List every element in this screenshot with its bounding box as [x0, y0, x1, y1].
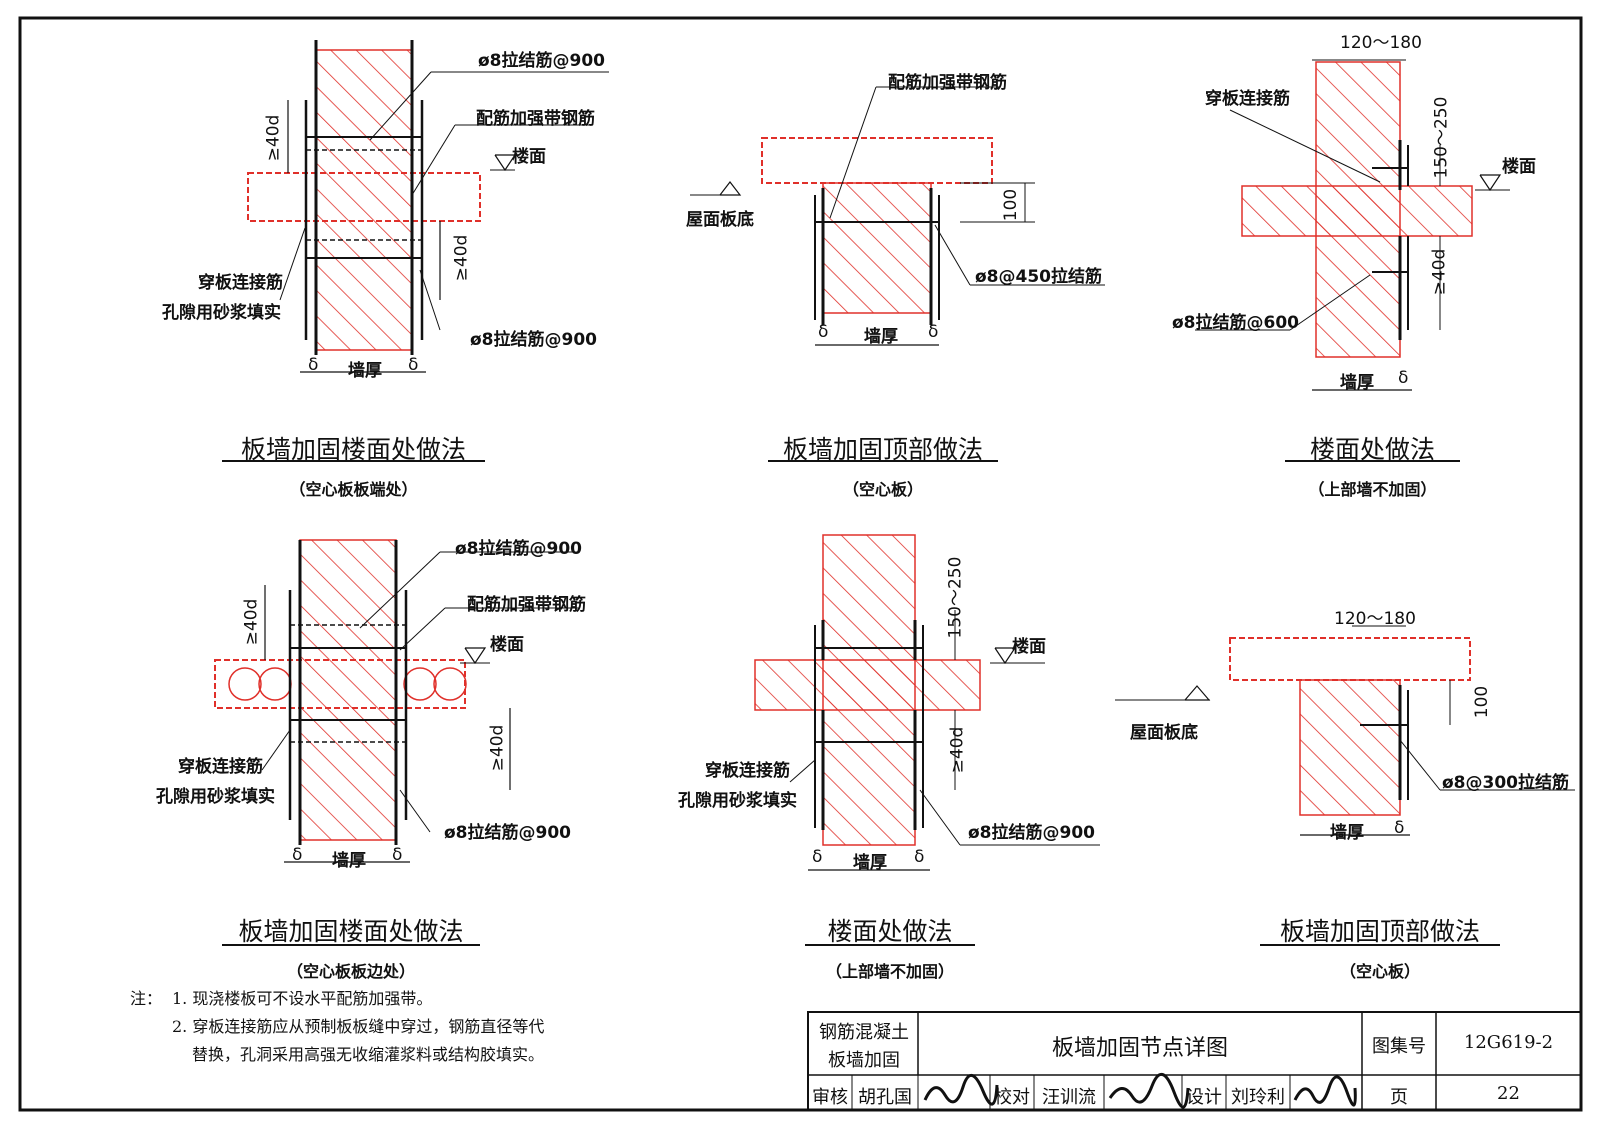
d5-title: 楼面处做法 [827, 917, 953, 946]
tb-review-label: 审核 [812, 1087, 848, 1108]
d6-wall-thickness: 墙厚 [1330, 823, 1364, 843]
d5-anchor-dim: ≥40d [947, 726, 968, 774]
d2-wall-thickness: 墙厚 [864, 327, 898, 347]
detail-1-drawing [247, 40, 609, 373]
note-line-1: 1. 现浇楼板可不设水平配筋加强带。 [172, 989, 433, 1008]
d3-width-dim: 120～180 [1340, 33, 1422, 53]
d4-anchor-bottom-dim: ≥40d [487, 724, 508, 772]
d3-subtitle: （上部墙不加固） [1308, 480, 1437, 499]
tb-design-label: 设计 [1186, 1087, 1222, 1108]
d1-subtitle: （空心板板端处） [289, 480, 418, 499]
sheet-border [18, 16, 1583, 1112]
d4-grout-label: 孔隙用砂浆填实 [156, 787, 275, 807]
d5-tie-label: ø8拉结筋@900 [968, 823, 1095, 843]
note-line-3: 替换，孔洞采用高强无收缩灌浆料或结构胶填实。 [192, 1045, 545, 1064]
d3-title: 楼面处做法 [1309, 435, 1435, 464]
d3-floor-label: 楼面 [1502, 157, 1536, 177]
d5-range-dim: 150～250 [945, 556, 966, 639]
d4-floor-label: 楼面 [490, 635, 524, 655]
d1-anchor-bottom-dim: ≥40d [451, 234, 472, 282]
d4-through-bar-label: 穿板连接筋 [178, 757, 263, 777]
note-line-2: 2. 穿板连接筋应从预制板板缝中穿过，钢筋直径等代 [172, 1017, 545, 1036]
tb-category-line2: 板墙加固 [828, 1050, 900, 1071]
tb-atlas-no: 12G619-2 [1463, 1032, 1554, 1053]
d6-title: 板墙加固顶部做法 [1279, 917, 1480, 946]
d4-tie-top-label: ø8拉结筋@900 [455, 539, 582, 559]
d4-anchor-top-dim: ≥40d [241, 598, 262, 646]
d3-range-dim: 150～250 [1431, 96, 1452, 179]
d1-title: 板墙加固楼面处做法 [240, 435, 466, 464]
tb-check-label: 校对 [994, 1087, 1030, 1108]
d5-grout-label: 孔隙用砂浆填实 [678, 791, 797, 811]
d1-tie-bottom-label: ø8拉结筋@900 [470, 330, 597, 350]
tb-design-name: 刘玲利 [1231, 1087, 1285, 1108]
d4-wall-thickness: 墙厚 [332, 851, 366, 871]
title-block-grid [807, 1011, 1582, 1111]
d1-anchor-top-dim: ≥40d [263, 114, 284, 162]
d3-tie-label: ø8拉结筋@600 [1172, 313, 1299, 333]
d6-delta: δ [1394, 818, 1405, 838]
detail-6-drawing [1115, 625, 1575, 836]
d1-band-label: 配筋加强带钢筋 [476, 109, 595, 129]
d6-tie-label: ø8@300拉结筋 [1442, 773, 1569, 793]
d4-delta-right: δ [392, 845, 403, 865]
d5-floor-label: 楼面 [1012, 637, 1046, 657]
d4-band-label: 配筋加强带钢筋 [467, 595, 586, 615]
d1-wall-thickness: 墙厚 [348, 361, 382, 381]
d5-through-bar-label: 穿板连接筋 [705, 761, 790, 781]
tb-category-line1: 钢筋混凝土 [819, 1022, 909, 1043]
d4-delta-left: δ [292, 845, 303, 865]
d1-grout-label: 孔隙用砂浆填实 [162, 303, 281, 323]
d5-subtitle: （上部墙不加固） [825, 962, 954, 981]
d4-subtitle: （空心板板边处） [286, 962, 415, 981]
d6-height-dim: 100 [1472, 685, 1493, 719]
d2-height-dim: 100 [1001, 188, 1022, 222]
tb-page-no: 22 [1497, 1083, 1520, 1104]
d5-delta-right: δ [914, 847, 925, 867]
detail-3-drawing [1195, 59, 1510, 391]
d2-tie-label: ø8@450拉结筋 [975, 267, 1102, 287]
d1-tie-top-label: ø8拉结筋@900 [478, 51, 605, 71]
tb-drawing-title: 板墙加固节点详图 [1051, 1036, 1228, 1061]
d4-title: 板墙加固楼面处做法 [238, 917, 464, 946]
detail-2-drawing [690, 86, 1105, 346]
d2-delta-left: δ [818, 322, 829, 342]
d3-wall-thickness: 墙厚 [1340, 373, 1374, 393]
signature-check [1108, 1073, 1190, 1109]
tb-atlas-label: 图集号 [1372, 1036, 1426, 1057]
d4-tie-bottom-label: ø8拉结筋@900 [444, 823, 571, 843]
d2-title: 板墙加固顶部做法 [782, 435, 983, 464]
notes-prefix: 注： [130, 989, 163, 1008]
d6-subtitle: （空心板） [1339, 962, 1420, 981]
signature-review [923, 1074, 999, 1106]
signature-design [1293, 1075, 1357, 1107]
d2-roof-label: 屋面板底 [686, 210, 754, 230]
detail-5-drawing [754, 534, 1100, 871]
d6-roof-label: 屋面板底 [1130, 723, 1198, 743]
d1-through-bar-label: 穿板连接筋 [198, 273, 283, 293]
d2-subtitle: （空心板） [842, 480, 923, 499]
d3-anchor-dim: ≥40d [1429, 248, 1450, 296]
d1-delta-right: δ [408, 355, 419, 375]
d2-delta-right: δ [928, 322, 939, 342]
d2-band-label: 配筋加强带钢筋 [888, 73, 1007, 93]
tb-review-name: 胡孔国 [858, 1087, 912, 1108]
d3-delta: δ [1398, 368, 1409, 388]
d5-delta-left: δ [812, 847, 823, 867]
d1-delta-left: δ [308, 355, 319, 375]
d3-through-bar-label: 穿板连接筋 [1205, 89, 1290, 109]
d6-width-dim: 120～180 [1334, 609, 1416, 629]
d5-wall-thickness: 墙厚 [853, 853, 887, 873]
d1-floor-label: 楼面 [512, 147, 546, 167]
detail-4-drawing [214, 539, 580, 863]
tb-page-label: 页 [1390, 1087, 1408, 1108]
tb-check-name: 汪训流 [1042, 1087, 1096, 1108]
